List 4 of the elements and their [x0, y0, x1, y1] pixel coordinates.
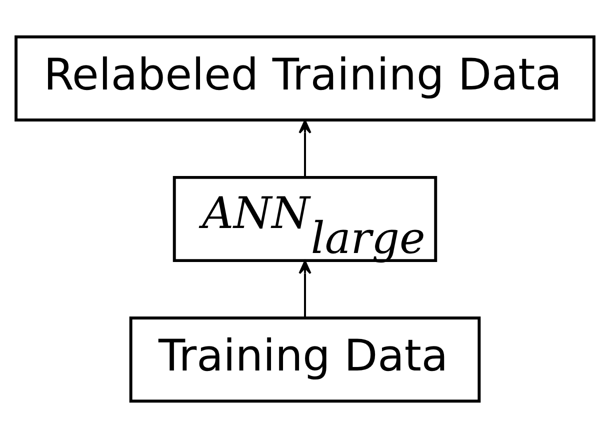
node-box: Training Data: [129, 316, 481, 403]
arrow: [298, 120, 312, 177]
arrow: [298, 260, 312, 318]
node-box: Relabeled Training Data: [14, 35, 596, 122]
